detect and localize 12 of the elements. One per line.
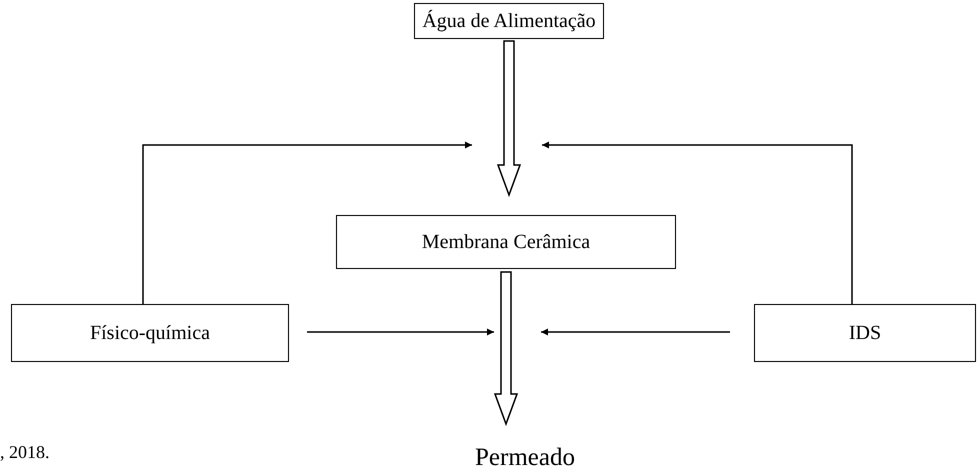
block-arrow bbox=[496, 40, 522, 198]
process-box: Físico-química bbox=[11, 304, 289, 362]
arrow bbox=[542, 142, 853, 304]
arrow bbox=[541, 328, 730, 336]
process-box: IDS bbox=[754, 304, 976, 362]
source-note: , 2018. bbox=[0, 442, 50, 463]
output-label: Permeado bbox=[455, 440, 595, 475]
arrow bbox=[142, 142, 472, 304]
process-box: Água de Alimentação bbox=[414, 3, 604, 39]
block-arrow bbox=[494, 271, 518, 426]
process-box: Membrana Cerâmica bbox=[336, 215, 676, 269]
arrow bbox=[307, 328, 494, 336]
